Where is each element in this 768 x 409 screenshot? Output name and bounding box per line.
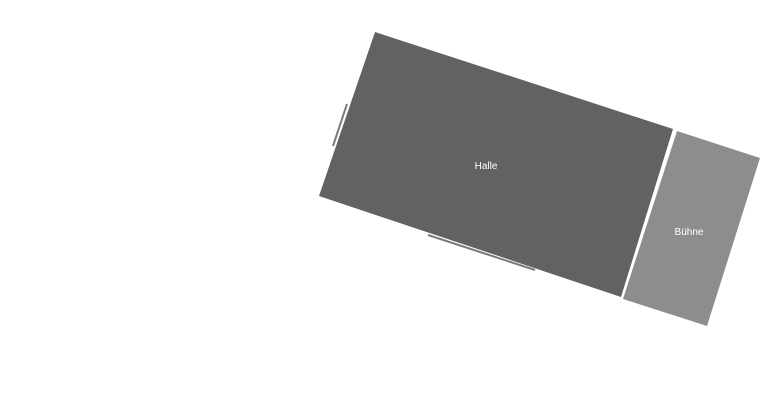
room-hall-shape[interactable] xyxy=(319,32,673,297)
room-stage-shape[interactable] xyxy=(623,131,760,326)
room-stage-label: Bühne xyxy=(675,227,704,238)
room-hall-label: Halle xyxy=(475,161,498,172)
room-stage[interactable]: Bühne xyxy=(623,131,760,326)
wall-openings xyxy=(332,103,536,271)
door-marker-left xyxy=(332,103,348,147)
door-marker-bottom xyxy=(427,234,536,271)
room-hall[interactable]: Halle xyxy=(319,32,673,297)
